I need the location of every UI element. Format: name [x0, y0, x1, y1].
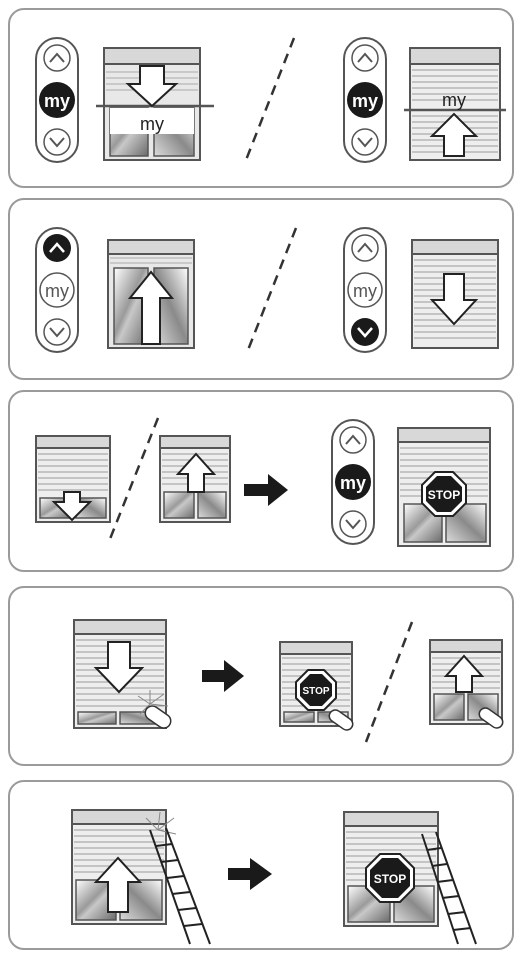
up-button[interactable]	[43, 234, 71, 262]
remote-control: my	[36, 228, 78, 352]
svg-text:STOP: STOP	[428, 488, 460, 502]
shutter-window	[430, 640, 505, 730]
shutter-window	[160, 436, 230, 522]
stop-with-my-panel: my STOP	[8, 390, 514, 572]
down-button[interactable]	[351, 318, 379, 346]
arrow-right-icon	[228, 858, 272, 890]
up-down-panel: my my	[8, 198, 514, 380]
obstacle-down-panel: STOP	[8, 586, 514, 766]
svg-text:my: my	[44, 91, 70, 111]
obstacle-up-panel: STOP	[8, 780, 514, 950]
stop-sign-icon: STOP	[366, 854, 414, 902]
separator-line	[366, 622, 412, 742]
my-position-panel: my my my	[8, 8, 514, 188]
remote-control: my	[332, 420, 374, 544]
stop-sign-icon: STOP	[422, 472, 466, 516]
separator-line	[246, 38, 294, 160]
shutter-window	[72, 810, 210, 944]
svg-text:my: my	[140, 114, 164, 134]
arrow-right-icon	[202, 660, 244, 692]
svg-text:my: my	[442, 90, 466, 110]
svg-text:my: my	[352, 91, 378, 111]
shutter-window	[36, 436, 110, 522]
separator-line	[108, 418, 158, 544]
separator-line	[248, 228, 296, 350]
shutter-window: my	[96, 48, 214, 160]
svg-text:STOP: STOP	[302, 686, 329, 697]
remote-control: my	[344, 228, 386, 352]
remote-control: my	[36, 38, 78, 162]
svg-text:my: my	[353, 281, 377, 301]
shutter-window: STOP	[344, 812, 476, 944]
arrow-right-icon	[244, 474, 288, 506]
svg-text:my: my	[45, 281, 69, 301]
shutter-window	[412, 240, 498, 348]
shutter-window	[108, 240, 194, 348]
svg-text:STOP: STOP	[374, 872, 406, 886]
svg-text:my: my	[340, 473, 366, 493]
shutter-window	[74, 620, 173, 731]
shutter-window: STOP	[398, 428, 490, 546]
shutter-window: STOP	[280, 642, 355, 732]
shutter-window: my	[404, 48, 506, 160]
remote-control: my	[344, 38, 386, 162]
stop-sign-icon: STOP	[296, 670, 336, 710]
